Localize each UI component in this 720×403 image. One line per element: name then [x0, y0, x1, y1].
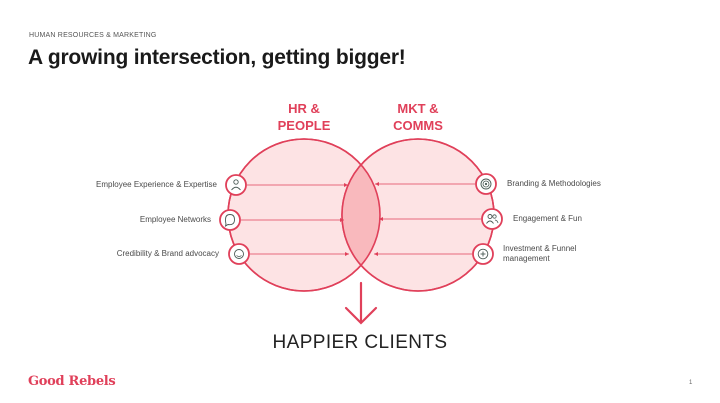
- left-item-label: Employee Networks: [139, 215, 211, 224]
- left-circle-label-line1: HR &: [288, 101, 320, 116]
- right-item-label-line2: management: [503, 254, 550, 263]
- left-arrows: [241, 183, 349, 256]
- right-item-label: Branding & Methodologies: [507, 179, 601, 188]
- target-icon: [475, 173, 497, 195]
- right-item-label: Engagement & Fun: [513, 214, 582, 223]
- smiley-icon: [228, 243, 250, 265]
- user-icon: [225, 174, 247, 196]
- brand-logo: Good Rebels: [28, 374, 116, 389]
- users-icon: [481, 208, 503, 230]
- result-label: HAPPIER CLIENTS: [272, 332, 448, 353]
- left-item-label: Employee Experience & Expertise: [96, 180, 217, 189]
- right-circle-label: MKT & COMMS: [358, 100, 478, 134]
- right-circle-label-line1: MKT &: [397, 101, 439, 116]
- right-circle-label-line2: COMMS: [393, 118, 443, 133]
- left-circle-label: HR & PEOPLE: [244, 100, 364, 134]
- down-arrow-icon: [344, 281, 378, 325]
- right-item-label-line1: Investment & Funnel: [503, 244, 577, 253]
- right-arrows: [374, 182, 481, 256]
- plus-circle-icon: [472, 243, 494, 265]
- left-circle-label-line2: PEOPLE: [277, 118, 331, 133]
- left-item-label: Credibility & Brand advocacy: [116, 249, 219, 258]
- slide-title: A growing intersection, getting bigger!: [28, 46, 406, 69]
- section-kicker: HUMAN RESOURCES & MARKETING: [29, 32, 157, 39]
- right-item-label: Investment & Funnel management: [503, 244, 673, 264]
- page-number: 1: [689, 380, 693, 386]
- chat-bubble-icon: [219, 209, 241, 231]
